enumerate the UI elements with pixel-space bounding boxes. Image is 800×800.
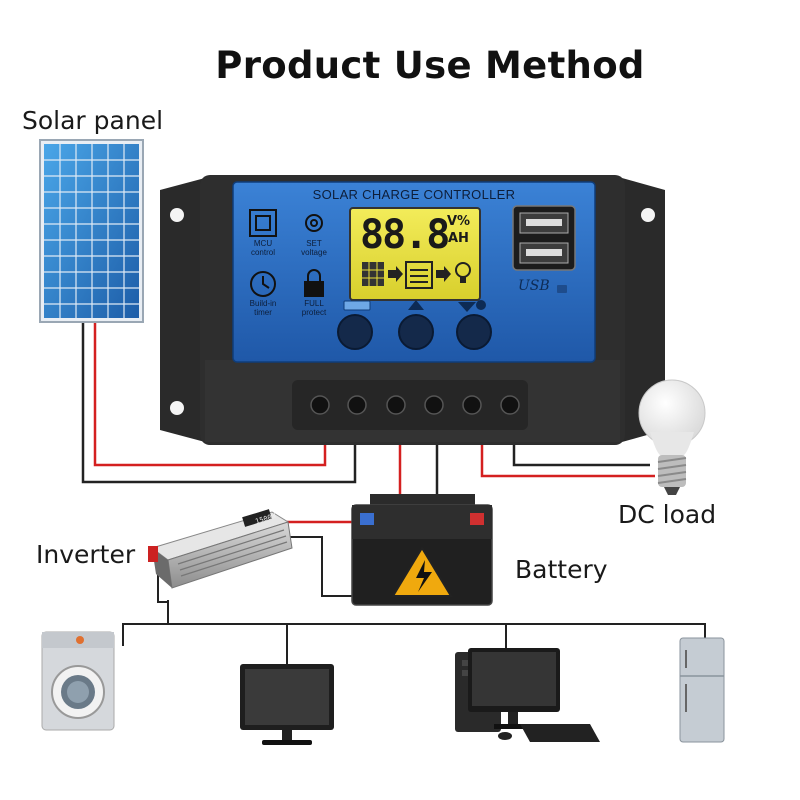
set-label-line-1: SET bbox=[306, 239, 322, 248]
usb-label: USB bbox=[518, 278, 550, 294]
mcu-label-line-2: control bbox=[250, 248, 275, 257]
mcu-label-line-1: MCU bbox=[253, 239, 273, 248]
battery-negative-terminal bbox=[360, 513, 374, 525]
timer-label-line-2: timer bbox=[254, 308, 272, 317]
inverter-icon bbox=[148, 509, 293, 589]
page-title: Product Use Method bbox=[215, 44, 645, 87]
wire-solar-negative bbox=[81, 320, 357, 484]
lcd-display bbox=[349, 207, 481, 301]
protect-label-line-1: FULL bbox=[304, 299, 324, 308]
washing-machine-icon bbox=[41, 631, 115, 731]
dc-load-label: DC load bbox=[618, 500, 717, 529]
protect-label-line-2: protect bbox=[301, 308, 327, 317]
wire-load-positive bbox=[480, 442, 655, 478]
usb-battery-icon bbox=[557, 285, 567, 293]
battery-positive-terminal bbox=[470, 513, 484, 525]
wire-ac-bus bbox=[122, 623, 706, 646]
lcd-digits: 88.8 bbox=[360, 212, 450, 258]
timer-label-line-1: Build-in bbox=[249, 299, 277, 308]
battery-label: Battery bbox=[515, 555, 608, 584]
down-arrow-icon bbox=[458, 302, 476, 312]
menu-indicator-icon bbox=[343, 300, 371, 311]
solar-panel bbox=[39, 139, 144, 323]
mcu-label: MCU control bbox=[243, 239, 283, 257]
lcd-panel-icon bbox=[362, 262, 384, 286]
set-label-line-2: voltage bbox=[301, 248, 327, 257]
inverter-label: Inverter bbox=[36, 540, 136, 569]
monitor-icon bbox=[240, 664, 334, 745]
timer-label: Build-in timer bbox=[243, 299, 283, 317]
solar-panel-label: Solar panel bbox=[22, 106, 164, 135]
set-voltage-label: SET voltage bbox=[294, 239, 334, 257]
lock-icon bbox=[304, 281, 324, 297]
terminal-screws bbox=[310, 395, 520, 415]
control-buttons bbox=[337, 300, 492, 350]
wire-solar-positive bbox=[93, 320, 327, 467]
mcu-chip-icon bbox=[249, 209, 277, 237]
menu-button[interactable] bbox=[337, 314, 373, 350]
feature-icons bbox=[249, 209, 324, 297]
lcd-unit-top: V% bbox=[447, 214, 471, 229]
refrigerator-icon bbox=[679, 637, 725, 743]
wire-ac-output bbox=[157, 568, 168, 603]
protect-label: FULL protect bbox=[294, 299, 334, 317]
gear-icon bbox=[305, 214, 323, 232]
down-button[interactable] bbox=[456, 314, 492, 350]
inverter-terminal bbox=[148, 546, 158, 562]
lcd-unit-bottom: AH bbox=[448, 231, 469, 246]
controller-header: SOLAR CHARGE CONTROLLER bbox=[312, 187, 516, 202]
wiring bbox=[81, 320, 706, 664]
desktop-computer-icon bbox=[455, 648, 600, 742]
light-bulb-icon bbox=[638, 379, 706, 495]
lcd-battery-icon bbox=[405, 261, 433, 289]
usb-ports[interactable] bbox=[512, 205, 576, 271]
up-button[interactable] bbox=[398, 314, 434, 350]
up-arrow-icon bbox=[408, 300, 424, 310]
lcd-arrow-2 bbox=[436, 266, 451, 282]
battery-icon bbox=[351, 494, 493, 606]
lcd-arrow-1 bbox=[388, 266, 403, 282]
wire-inverter-negative bbox=[288, 536, 352, 597]
clock-icon bbox=[250, 271, 276, 297]
wire-load-negative bbox=[512, 442, 650, 467]
